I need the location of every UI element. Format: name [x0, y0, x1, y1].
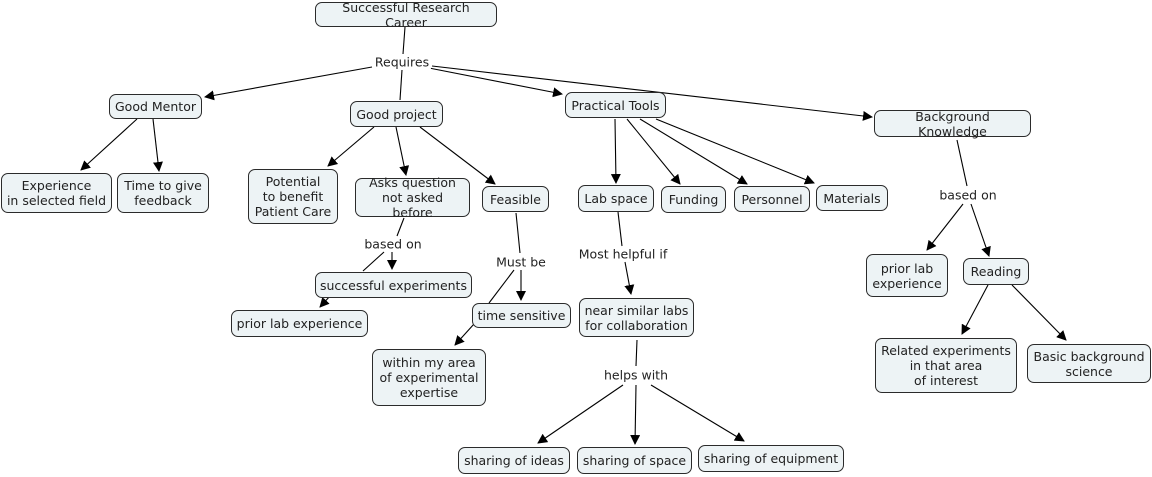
edge [926, 203, 964, 251]
edge [655, 118, 815, 185]
edge [80, 118, 138, 171]
edge [399, 69, 403, 101]
linking-phrase-requires[interactable]: Requires [372, 54, 432, 70]
edge [428, 67, 563, 98]
linking-phrase-based-on[interactable]: based on [362, 236, 424, 252]
concept-time-sensitive[interactable]: time sensitive [472, 303, 571, 328]
concept-sharing-ideas[interactable]: sharing of ideas [458, 447, 570, 474]
edge [626, 118, 681, 185]
edge [488, 269, 515, 304]
concept-personnel[interactable]: Personnel [734, 186, 810, 212]
concept-practical-tools[interactable]: Practical Tools [565, 92, 666, 118]
edge [630, 384, 641, 445]
concept-time-feedback[interactable]: Time to give feedback [117, 173, 209, 213]
edge [327, 126, 375, 167]
concept-funding[interactable]: Funding [661, 186, 726, 213]
concept-potential-benefit[interactable]: Potential to benefit Patient Care [248, 169, 338, 224]
linking-phrase-must-be[interactable]: Must be [494, 254, 548, 270]
edge [537, 384, 624, 444]
edge [650, 384, 745, 442]
concept-prior-lab-experience[interactable]: prior lab experience [231, 310, 368, 337]
concept-lab-space[interactable]: Lab space [578, 185, 654, 212]
edge [419, 126, 496, 185]
concept-good-mentor[interactable]: Good Mentor [109, 94, 202, 119]
linking-phrase-helps-with[interactable]: helps with [601, 367, 671, 383]
edge [396, 217, 405, 237]
concept-experience-field[interactable]: Experience in selected field [1, 173, 112, 213]
concept-feasible[interactable]: Feasible [482, 186, 549, 212]
concept-successful-experiments[interactable]: successful experiments [315, 272, 472, 298]
edge [454, 323, 475, 346]
concept-sharing-equipment[interactable]: sharing of equipment [698, 445, 844, 472]
edge [402, 26, 406, 55]
concept-reading[interactable]: Reading [963, 258, 1029, 285]
concept-prior-lab-experience-2[interactable]: prior lab experience [866, 254, 948, 297]
concept-near-similar-labs[interactable]: near similar labs for collaboration [579, 298, 694, 337]
edge [1011, 284, 1067, 341]
concept-sharing-space[interactable]: sharing of space [577, 447, 692, 474]
concept-within-area[interactable]: within my area of experimental expertise [372, 349, 486, 406]
edge [970, 203, 991, 257]
edge [624, 261, 635, 295]
edge [617, 211, 623, 247]
concept-root[interactable]: Successful Research Career [315, 0, 497, 30]
concept-asks-question[interactable]: Asks question not asked before [355, 175, 470, 220]
linking-phrase-most-helpful-if[interactable]: Most helpful if [576, 246, 670, 262]
edge [610, 118, 621, 184]
concept-materials[interactable]: Materials [816, 185, 888, 211]
concept-good-project[interactable]: Good project [350, 101, 443, 127]
concept-background-knowledge[interactable]: Background Knowledge [874, 109, 1031, 139]
edge [395, 126, 410, 176]
edge [635, 339, 638, 367]
edge [961, 284, 989, 335]
concept-basic-science[interactable]: Basic background science [1027, 344, 1151, 383]
edge [152, 118, 163, 172]
edge [639, 118, 748, 185]
linking-phrase-based-on-2[interactable]: based on [937, 187, 999, 203]
concept-related-experiments[interactable]: Related experiments in that area of inte… [875, 338, 1017, 393]
edge [431, 65, 873, 121]
edge [956, 139, 968, 187]
edge [515, 212, 521, 254]
edge [204, 66, 373, 101]
edge [362, 251, 385, 272]
